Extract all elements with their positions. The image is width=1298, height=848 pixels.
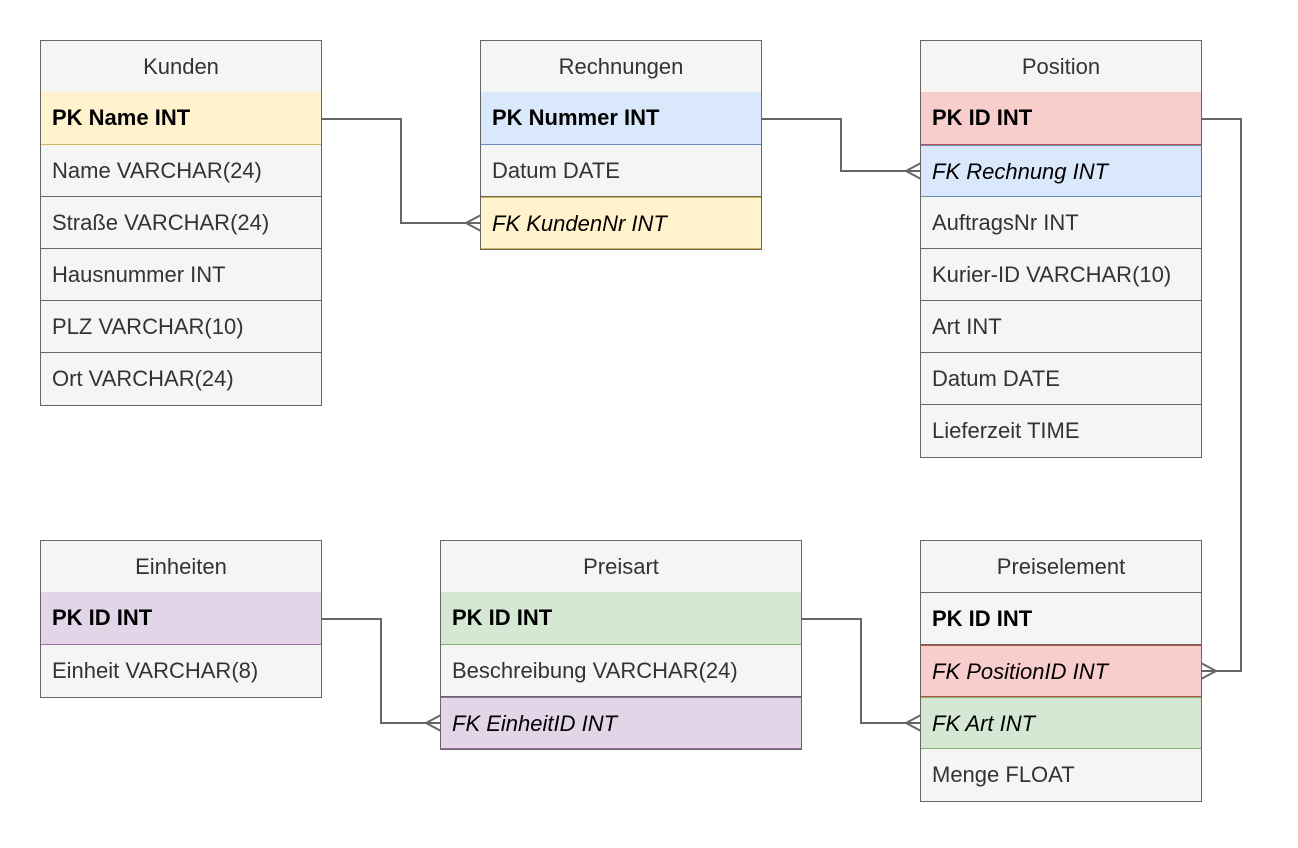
attribute-row[interactable]: Ort VARCHAR(24) — [41, 353, 321, 405]
attribute-row[interactable]: Lieferzeit TIME — [921, 405, 1201, 457]
entity-title: Rechnungen — [481, 41, 761, 93]
connector-rechnungen-position — [761, 118, 921, 172]
entity-title: Einheiten — [41, 541, 321, 593]
crowfoot-icon — [1200, 662, 1219, 680]
entity-title: Preisart — [441, 541, 801, 593]
entity-kunden[interactable]: Kunden PK Name INT Name VARCHAR(24) Stra… — [40, 40, 322, 406]
attribute-row[interactable]: FK KundenNr INT — [481, 197, 761, 249]
attribute-row[interactable]: Datum DATE — [921, 353, 1201, 405]
attribute-row[interactable]: PLZ VARCHAR(10) — [41, 301, 321, 353]
attribute-row[interactable]: PK ID INT — [921, 593, 1201, 645]
entity-preiselement[interactable]: Preiselement PK ID INT FK PositionID INT… — [920, 540, 1202, 802]
attribute-row[interactable]: FK EinheitID INT — [441, 697, 801, 749]
attribute-row[interactable]: Datum DATE — [481, 145, 761, 197]
entity-preisart[interactable]: Preisart PK ID INT Beschreibung VARCHAR(… — [440, 540, 802, 750]
attribute-row[interactable]: PK ID INT — [41, 592, 321, 645]
attribute-row[interactable]: PK ID INT — [921, 92, 1201, 145]
attribute-row[interactable]: Art INT — [921, 301, 1201, 353]
attribute-row[interactable]: Name VARCHAR(24) — [41, 145, 321, 197]
entity-rechnungen[interactable]: Rechnungen PK Nummer INT Datum DATE FK K… — [480, 40, 762, 250]
attribute-row[interactable]: PK ID INT — [441, 592, 801, 645]
crowfoot-icon — [903, 714, 922, 732]
attribute-row[interactable]: AuftragsNr INT — [921, 197, 1201, 249]
attribute-row[interactable]: PK Name INT — [41, 92, 321, 145]
connector-position-preiselement — [1201, 118, 1242, 672]
attribute-row[interactable]: Hausnummer INT — [41, 249, 321, 301]
attribute-row[interactable]: Kurier-ID VARCHAR(10) — [921, 249, 1201, 301]
attribute-row[interactable]: FK PositionID INT — [921, 645, 1201, 697]
attribute-row[interactable]: Beschreibung VARCHAR(24) — [441, 645, 801, 697]
attribute-row[interactable]: FK Art INT — [921, 697, 1201, 749]
connector-einheiten-preisart — [321, 618, 441, 724]
crowfoot-icon — [463, 214, 482, 232]
connector-kunden-rechnungen — [321, 118, 481, 224]
entity-title: Preiselement — [921, 541, 1201, 593]
attribute-row[interactable]: PK Nummer INT — [481, 92, 761, 145]
entity-title: Kunden — [41, 41, 321, 93]
attribute-row[interactable]: Einheit VARCHAR(8) — [41, 645, 321, 697]
entity-position[interactable]: Position PK ID INT FK Rechnung INT Auftr… — [920, 40, 1202, 458]
entity-einheiten[interactable]: Einheiten PK ID INT Einheit VARCHAR(8) — [40, 540, 322, 698]
crowfoot-icon — [903, 162, 922, 180]
attribute-row[interactable]: Menge FLOAT — [921, 749, 1201, 801]
attribute-row[interactable]: FK Rechnung INT — [921, 145, 1201, 197]
entity-title: Position — [921, 41, 1201, 93]
crowfoot-icon — [423, 714, 442, 732]
attribute-row[interactable]: Straße VARCHAR(24) — [41, 197, 321, 249]
connector-preisart-preiselement — [801, 618, 921, 724]
